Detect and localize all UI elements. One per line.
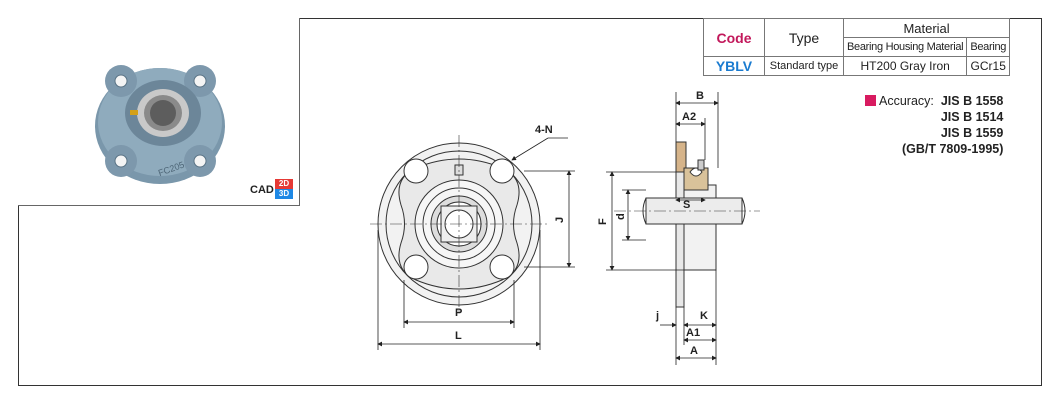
cad-label[interactable]: CAD	[250, 184, 274, 196]
accuracy-block: Accuracy: JIS B 1558 JIS B 1514 JIS B 15…	[865, 93, 1003, 157]
type-value: Standard type	[764, 56, 844, 76]
dim-label-L: L	[455, 330, 462, 342]
cad-2d-badge: 2D	[275, 179, 293, 189]
accuracy-standard: JIS B 1514	[940, 110, 1004, 124]
dim-label-j: j	[655, 310, 659, 322]
dim-label-A1: A1	[686, 327, 700, 339]
accuracy-standard: JIS B 1559	[940, 126, 1004, 140]
side-view	[614, 141, 760, 308]
accuracy-icon	[865, 95, 876, 106]
code-value: YBLV	[703, 56, 765, 76]
accuracy-standard: (GB/T 7809-1995)	[901, 142, 1004, 156]
cad-2d-3d-icon[interactable]: 2D 3D	[275, 179, 293, 199]
product-photo: FC205	[95, 65, 225, 184]
bearing-value: GCr15	[966, 56, 1011, 76]
spec-table: Code Type Material Bearing Housing Mater…	[703, 18, 1011, 76]
dim-label-P: P	[455, 307, 462, 319]
housing-material-value: HT200 Gray Iron	[842, 56, 968, 76]
product-photo-panel: FC205	[18, 18, 300, 206]
code-header: Code	[703, 18, 765, 57]
material-header: Material	[842, 18, 1011, 38]
bearing-header: Bearing	[966, 37, 1011, 57]
dim-label-K: K	[700, 310, 708, 322]
dim-label-A: A	[690, 345, 698, 357]
type-header: Type	[764, 18, 844, 57]
front-view	[370, 135, 550, 315]
dim-label-A2: A2	[682, 111, 696, 123]
dim-label-F: F	[597, 218, 609, 225]
dim-label-S: S	[683, 199, 690, 211]
accuracy-label: Accuracy:	[879, 94, 934, 108]
dim-label-B: B	[696, 90, 704, 102]
dim-label-4-N: 4-N	[535, 124, 553, 136]
cad-3d-badge: 3D	[275, 189, 293, 199]
accuracy-standard: JIS B 1558	[940, 94, 1004, 108]
dim-label-d: d	[615, 213, 627, 220]
dim-label-J: J	[554, 217, 566, 223]
